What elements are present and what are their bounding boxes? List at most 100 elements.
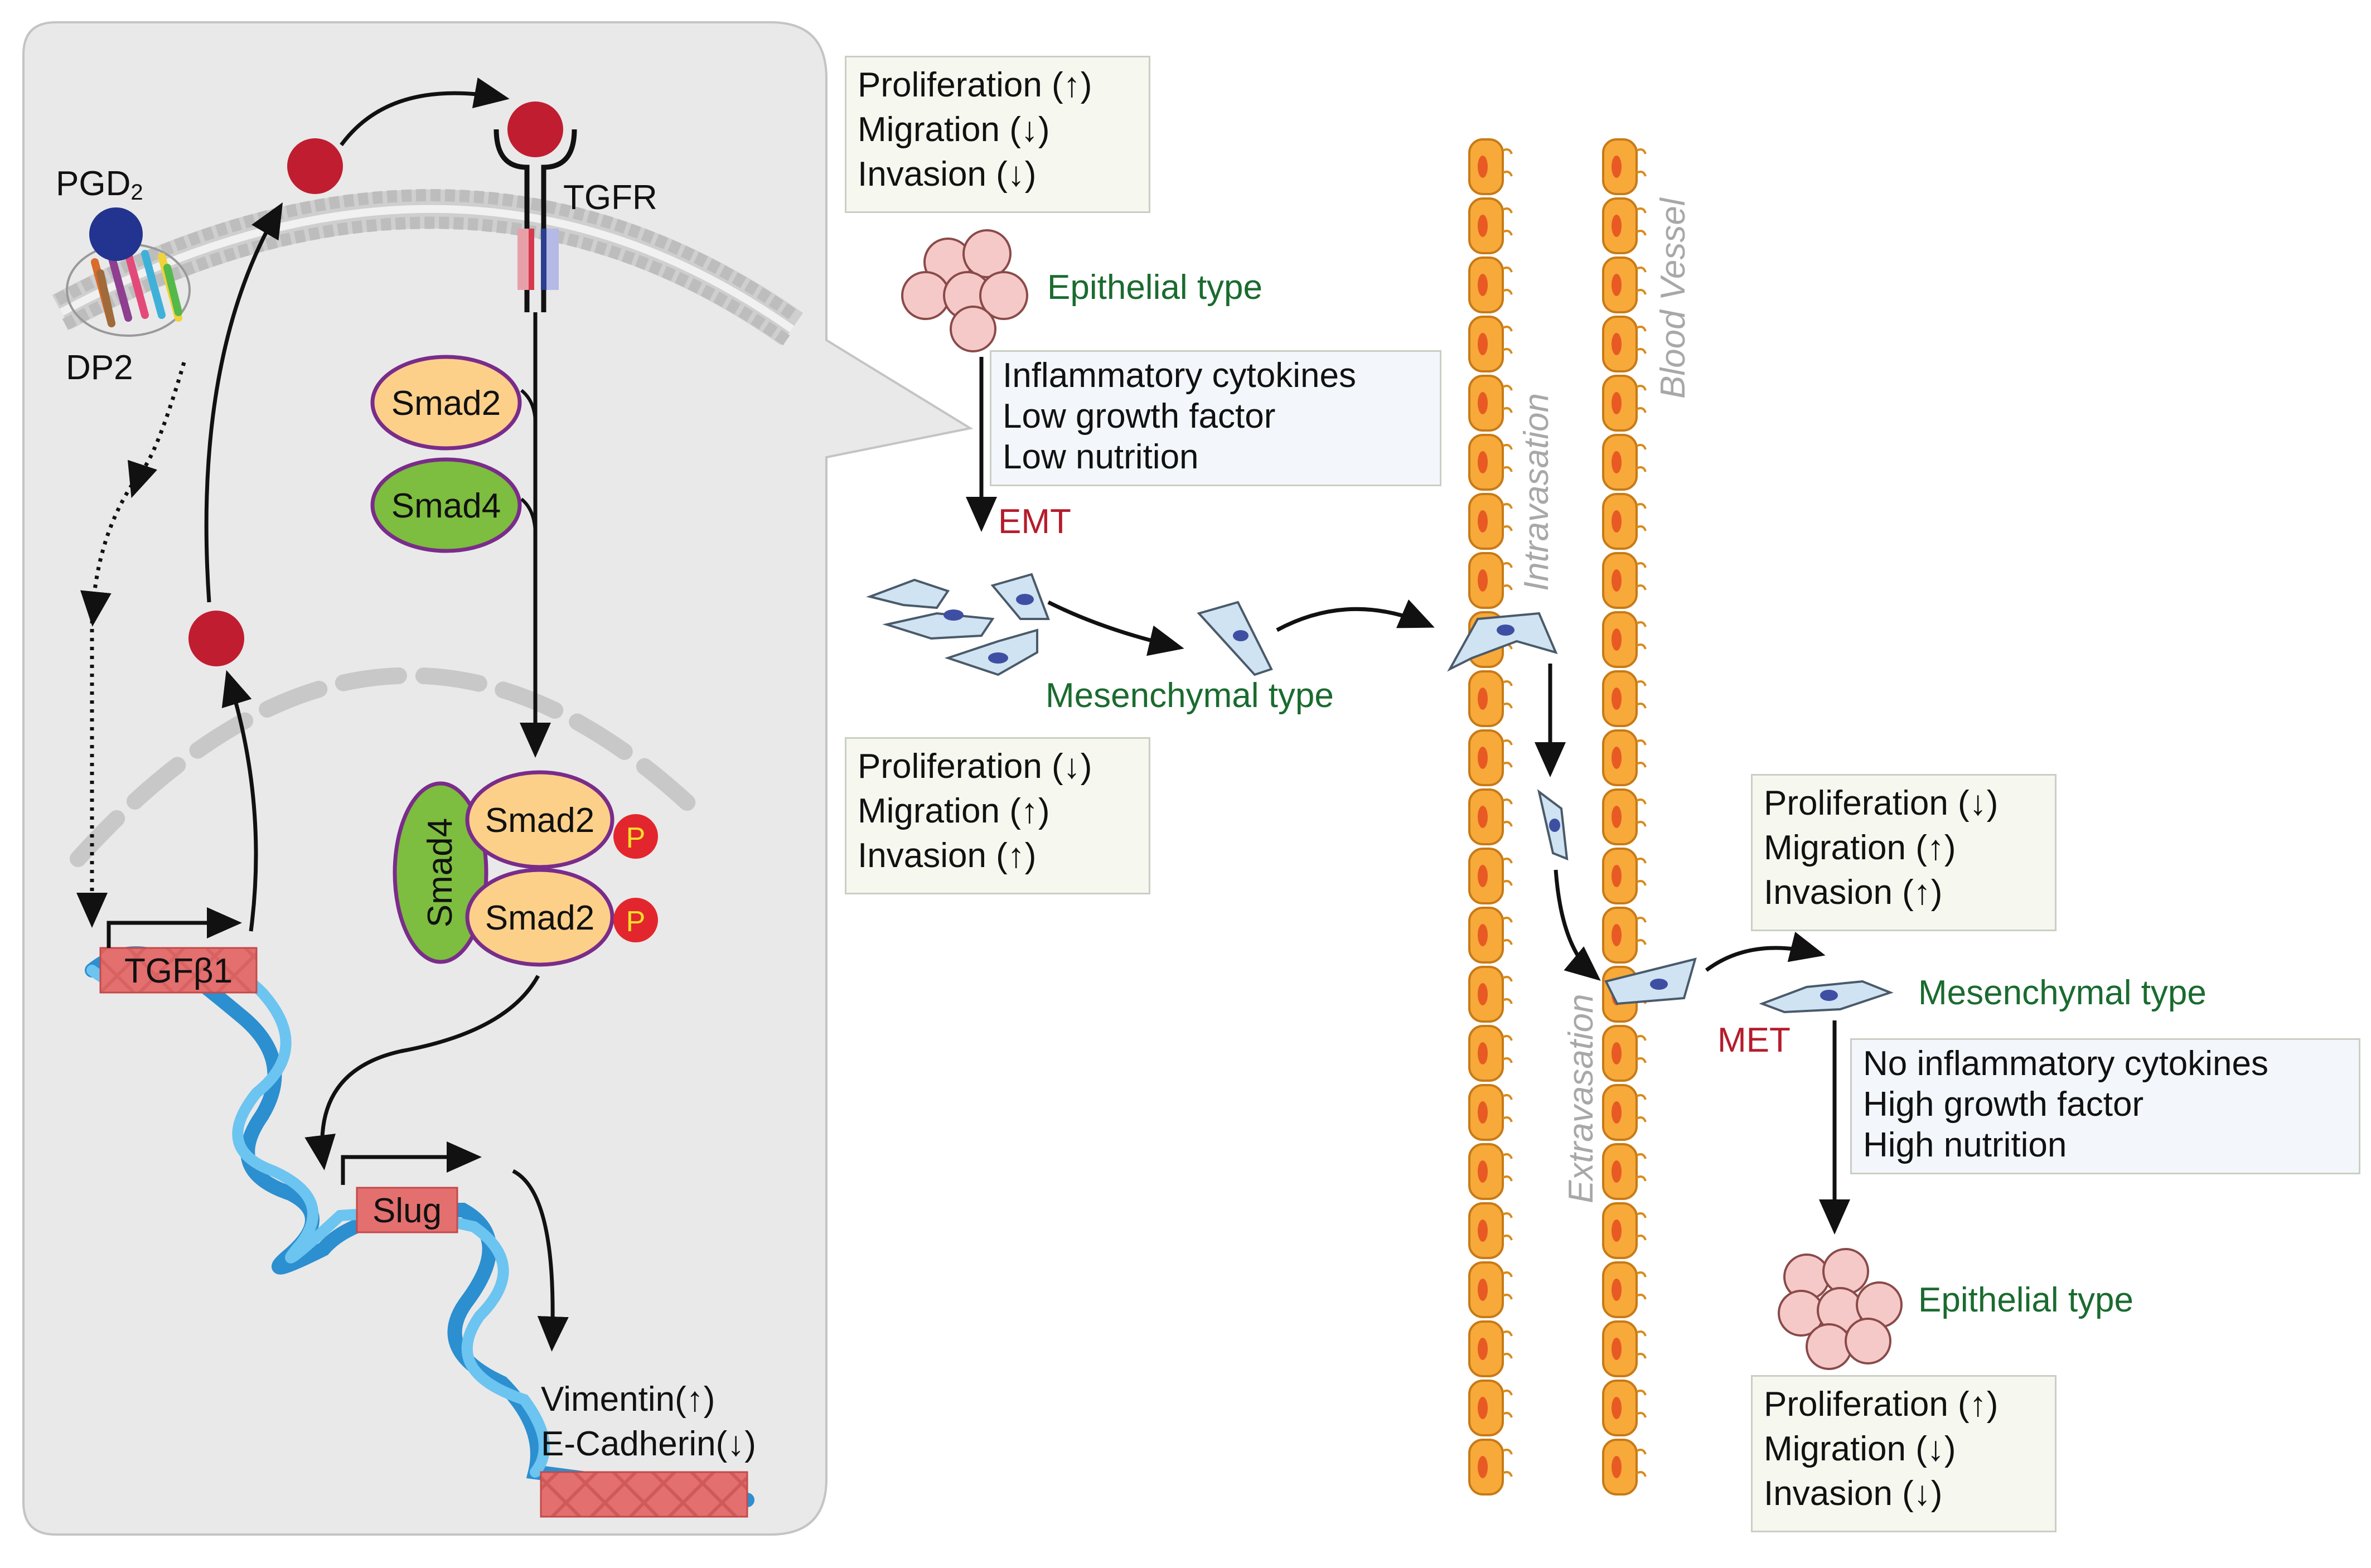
box-mid-line-2: Migration (↑) <box>858 792 1050 830</box>
endothelial-villi <box>1502 267 1513 295</box>
endothelial-nucleus <box>1478 1160 1488 1183</box>
endothelial-villi <box>1636 1390 1647 1418</box>
tgfb1-binding-arrow <box>340 77 510 147</box>
dotted-arrowhead-2 <box>80 590 112 627</box>
label-mesenchymal-type-left: Mesenchymal type <box>1046 676 1334 715</box>
tgfb1-bound-icon <box>507 101 563 157</box>
ecadherin-label: E-Cadherin(↓) <box>541 1425 756 1463</box>
endothelial-villi <box>1502 858 1513 886</box>
box-right-bottom-line-2: Migration (↓) <box>1764 1430 1956 1468</box>
endothelial-villi <box>1502 917 1513 945</box>
smad-to-slug-arrow <box>304 975 540 1170</box>
endothelial-nucleus <box>1478 215 1488 237</box>
endothelial-villi <box>1636 1449 1647 1477</box>
endothelial-nucleus <box>1612 1101 1622 1124</box>
endothelial-nucleus <box>1612 628 1622 651</box>
endothelial-villi <box>1636 267 1647 295</box>
dotted-arrowhead-1 <box>127 459 158 499</box>
smad2-cytoplasmic-icon <box>370 355 522 451</box>
extravasated-arrow <box>1705 931 1826 972</box>
emt-condition-1: Inflammatory cytokines <box>1003 356 1356 395</box>
endothelial-nucleus <box>1612 451 1622 473</box>
endothelial-nucleus <box>1478 392 1488 414</box>
box-right-top-line-1: Proliferation (↓) <box>1764 784 1999 822</box>
endothelial-nucleus <box>1478 806 1488 828</box>
endothelial-villi <box>1502 444 1513 472</box>
phospho-bottom-icon <box>613 898 658 942</box>
label-epithelial-type-bottom: Epithelial type <box>1918 1281 2134 1319</box>
endothelial-nucleus <box>1612 1397 1622 1419</box>
endothelial-nucleus <box>1612 333 1622 355</box>
endothelial-villi <box>1636 858 1647 886</box>
endothelial-nucleus <box>1478 1397 1488 1419</box>
endothelial-nucleus <box>1478 865 1488 887</box>
tgfb1-expression-arrow <box>221 670 258 932</box>
tgfb1-gene-hatch <box>100 948 257 993</box>
tgfb1-secreted-icon <box>287 138 343 194</box>
endothelial-villi <box>1636 562 1647 591</box>
endothelial-villi <box>1502 207 1513 236</box>
endothelial-villi <box>1502 1271 1513 1300</box>
epithelial-cluster-top-icon <box>901 229 1028 352</box>
endothelial-nucleus <box>1478 510 1488 533</box>
endothelial-villi <box>1502 976 1513 1004</box>
met-condition-2: High growth factor <box>1863 1085 2144 1124</box>
circulating-cell-icon <box>1537 789 1569 861</box>
emt-condition-3: Low nutrition <box>1003 438 1199 476</box>
label-extravasation: Extravasation <box>1562 994 1600 1203</box>
endothelial-villi <box>1502 1212 1513 1241</box>
endothelial-nucleus <box>1612 1160 1622 1183</box>
smad4-connector <box>520 497 537 536</box>
endothelial-villi <box>1502 503 1513 531</box>
smad2-connector <box>520 389 537 424</box>
endothelial-villi <box>1502 739 1513 768</box>
endothelial-villi <box>1502 1035 1513 1063</box>
epithelial-cluster-bottom-icon <box>1778 1248 1903 1370</box>
endothelial-villi <box>1636 680 1647 709</box>
met-condition-3: High nutrition <box>1863 1126 2067 1164</box>
endothelial-villi <box>1636 739 1647 768</box>
emt-condition-2: Low growth factor <box>1003 397 1276 435</box>
box-right-bottom-line-1: Proliferation (↑) <box>1764 1385 1999 1424</box>
smad2-complex-bottom-icon <box>465 868 614 967</box>
endothelial-villi <box>1636 1330 1647 1359</box>
endothelial-villi <box>1636 621 1647 650</box>
endothelial-villi <box>1502 798 1513 827</box>
endothelial-nucleus <box>1612 1338 1622 1360</box>
phospho-top-icon <box>613 814 658 859</box>
intravasating-cell-icon <box>1447 612 1558 672</box>
box-right-top-line-3: Invasion (↑) <box>1764 873 1943 912</box>
label-intravasation: Intravasation <box>1517 393 1556 591</box>
endothelial-villi <box>1636 148 1647 177</box>
vimentin-label: Vimentin(↑) <box>541 1380 715 1419</box>
label-emt: EMT <box>998 502 1071 541</box>
endothelial-villi <box>1502 680 1513 709</box>
pgd2-label: PGD2 <box>56 164 143 205</box>
pgd2-ligand-icon <box>89 207 143 261</box>
endothelial-nucleus <box>1612 806 1622 828</box>
endothelial-nucleus <box>1478 688 1488 710</box>
cell-panel: PGD2 DP2 TGFR Smad2 Smad4 <box>22 21 974 1536</box>
endothelial-nucleus <box>1612 392 1622 414</box>
cell-panel-background <box>22 21 974 1536</box>
endothelial-nucleus <box>1478 1338 1488 1360</box>
box-met-conditions: No inflammatory cytokines High growth fa… <box>1850 1038 2360 1174</box>
tgfb1-secretion-arrow <box>204 202 283 603</box>
endothelial-villi <box>1502 1153 1513 1182</box>
box-top-properties: Proliferation (↑) Migration (↓) Invasion… <box>845 56 1150 213</box>
smad2-complex-top-label: Smad2 <box>485 801 594 840</box>
box-right-top-line-2: Migration (↑) <box>1764 829 1956 867</box>
endothelial-villi <box>1502 1390 1513 1418</box>
smad4-label: Smad4 <box>391 487 501 525</box>
endothelial-villi <box>1636 385 1647 413</box>
slug-gene-label: Slug <box>372 1192 442 1230</box>
box-mid-line-3: Invasion (↑) <box>858 836 1037 875</box>
smad4-complex-label: Smad4 <box>421 818 459 927</box>
endothelial-nucleus <box>1478 274 1488 296</box>
endothelial-nucleus <box>1612 274 1622 296</box>
endothelial-villi <box>1636 1212 1647 1241</box>
endothelial-villi <box>1636 444 1647 472</box>
endothelial-nucleus <box>1612 1456 1622 1478</box>
box-right-top-properties: Proliferation (↓) Migration (↑) Invasion… <box>1751 774 2057 931</box>
endothelial-villi <box>1636 917 1647 945</box>
